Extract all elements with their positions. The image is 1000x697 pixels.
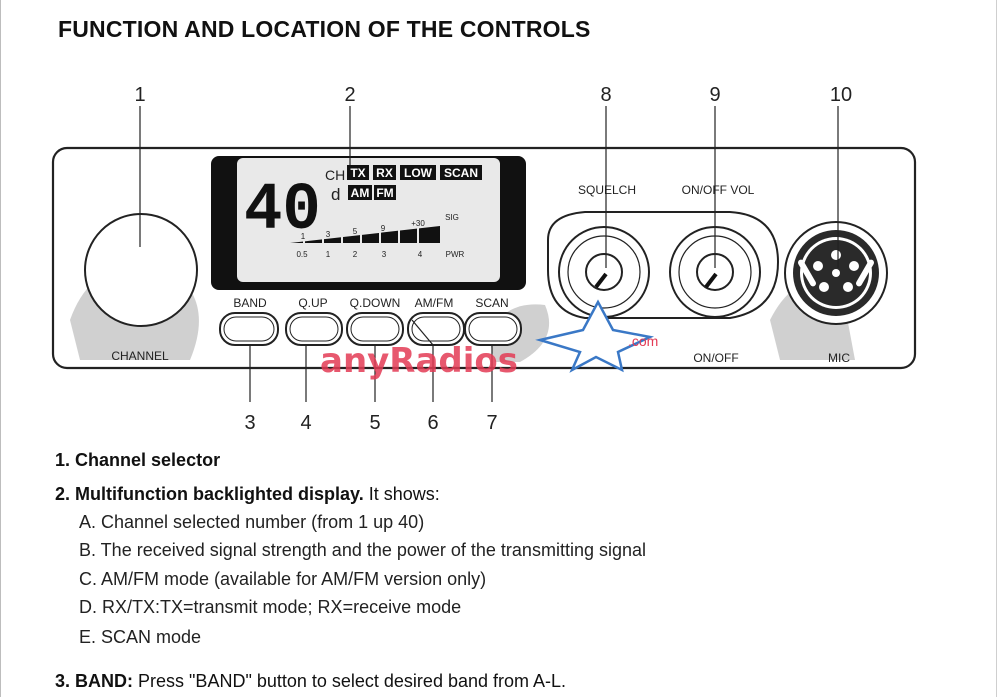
callout-9: 9: [709, 84, 720, 106]
qup-button-label: Q.UP: [298, 296, 327, 310]
lcd-d-label: d: [331, 185, 340, 204]
meter-label-bottom-2: 2: [353, 250, 358, 259]
lcd-channel-number: 40: [244, 172, 321, 249]
watermark-suffix: .com: [628, 333, 658, 349]
description-3-rest: Press "BAND" button to select desired ba…: [133, 671, 567, 691]
amfm-button-label: AM/FM: [415, 296, 454, 310]
meter-label-bottom-4: 4: [418, 250, 423, 259]
description-2-item-c: C. AM/FM mode (available for AM/FM versi…: [79, 569, 487, 589]
indicator-fm: FM: [376, 186, 393, 200]
onoff-label: ON/OFF: [693, 351, 738, 365]
mic-connector-pins: [798, 250, 874, 292]
description-2: 2. Multifunction backlighted display. It…: [55, 484, 440, 505]
qup-button[interactable]: [285, 312, 343, 346]
description-2-item-a: A. Channel selected number (from 1 up 40…: [79, 512, 425, 532]
description-3: 3. BAND: Press "BAND" button to select d…: [55, 671, 566, 692]
callout-5: 5: [369, 412, 380, 434]
callout-10: 10: [830, 84, 852, 106]
band-button[interactable]: [219, 312, 279, 346]
squelch-knob[interactable]: [585, 253, 623, 291]
description-2-item-b: B. The received signal strength and the …: [79, 540, 646, 560]
callout-8: 8: [600, 84, 611, 106]
signal-meter-wedge: [290, 226, 440, 243]
lcd-ch-label: CH: [325, 167, 345, 183]
page-title: FUNCTION AND LOCATION OF THE CONTROLS: [58, 16, 591, 42]
mic-label: MIC: [828, 351, 850, 365]
description-1-title: Channel selector: [75, 450, 221, 470]
band-button-label: BAND: [233, 296, 267, 310]
meter-label-top-9: 9: [381, 224, 386, 233]
meter-label-bottom-3: 3: [382, 250, 387, 259]
callout-1: 1: [134, 84, 145, 106]
scan-button[interactable]: [464, 312, 522, 346]
meter-pwr-label: PWR: [446, 250, 465, 259]
channel-label: CHANNEL: [111, 349, 169, 363]
meter-sig-label: SIG: [445, 213, 459, 222]
description-2-title: Multifunction backlighted display.: [75, 484, 364, 504]
description-2-rest: It shows:: [363, 484, 440, 504]
indicator-scan: SCAN: [444, 166, 478, 180]
scan-button-label: SCAN: [475, 296, 508, 310]
indicator-rx: RX: [376, 166, 393, 180]
meter-label-top-3: 3: [326, 230, 331, 239]
onoff-vol-label: ON/OFF VOL: [682, 183, 755, 197]
radio-front-panel: [51, 146, 917, 370]
meter-label-bottom-1: 1: [326, 250, 331, 259]
description-1: 1. Channel selector: [55, 450, 220, 471]
description-2-num: 2.: [55, 484, 71, 504]
radio-panel-diagram: 1 2 3 4 5 6 7 8 9 10 CHANNEL 40 CH d TX …: [51, 84, 917, 434]
callout-3: 3: [244, 412, 255, 434]
knob-housing: [547, 211, 780, 319]
watermark: anyRadios .com: [320, 299, 658, 381]
qdown-button-label: Q.DOWN: [350, 296, 401, 310]
description-2-item-e: E. SCAN mode: [79, 627, 202, 647]
callout-6: 6: [427, 412, 438, 434]
description-3-title: BAND:: [75, 671, 134, 691]
page-border-left: [0, 0, 1, 697]
page-border-right: [996, 0, 997, 697]
squelch-label: SQUELCH: [578, 183, 636, 197]
callout-4: 4: [300, 412, 311, 434]
indicator-low: LOW: [404, 166, 433, 180]
squelch-knob-pointer: [594, 272, 608, 289]
channel-knob[interactable]: [84, 213, 198, 327]
volume-knob-pointer: [704, 272, 718, 289]
meter-label-top-5: 5: [353, 227, 358, 236]
meter-label-top-1: 1: [301, 232, 306, 241]
callout-7: 7: [486, 412, 497, 434]
description-2-item-d: D. RX/TX:TX=transmit mode; RX=receive mo…: [79, 597, 462, 617]
meter-label-top-30: +30: [411, 219, 425, 228]
watermark-text: anyRadios: [320, 341, 518, 381]
indicator-tx: TX: [350, 166, 365, 180]
description-1-num: 1.: [55, 450, 71, 470]
description-3-num: 3.: [55, 671, 71, 691]
lcd-display: [237, 158, 500, 282]
indicator-am: AM: [351, 186, 370, 200]
meter-label-bottom-05: 0.5: [296, 250, 308, 259]
callout-2: 2: [344, 84, 355, 106]
